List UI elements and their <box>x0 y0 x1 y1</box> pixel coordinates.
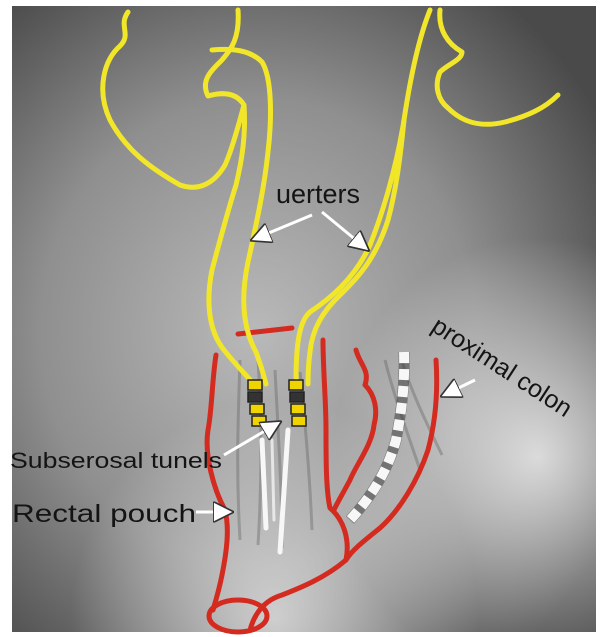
label-rectal-pouch: Rectal pouch <box>12 500 196 528</box>
label-ureters: uerters <box>276 179 360 209</box>
label-subserosal-tunnels: Subserosal tunels <box>10 448 222 473</box>
